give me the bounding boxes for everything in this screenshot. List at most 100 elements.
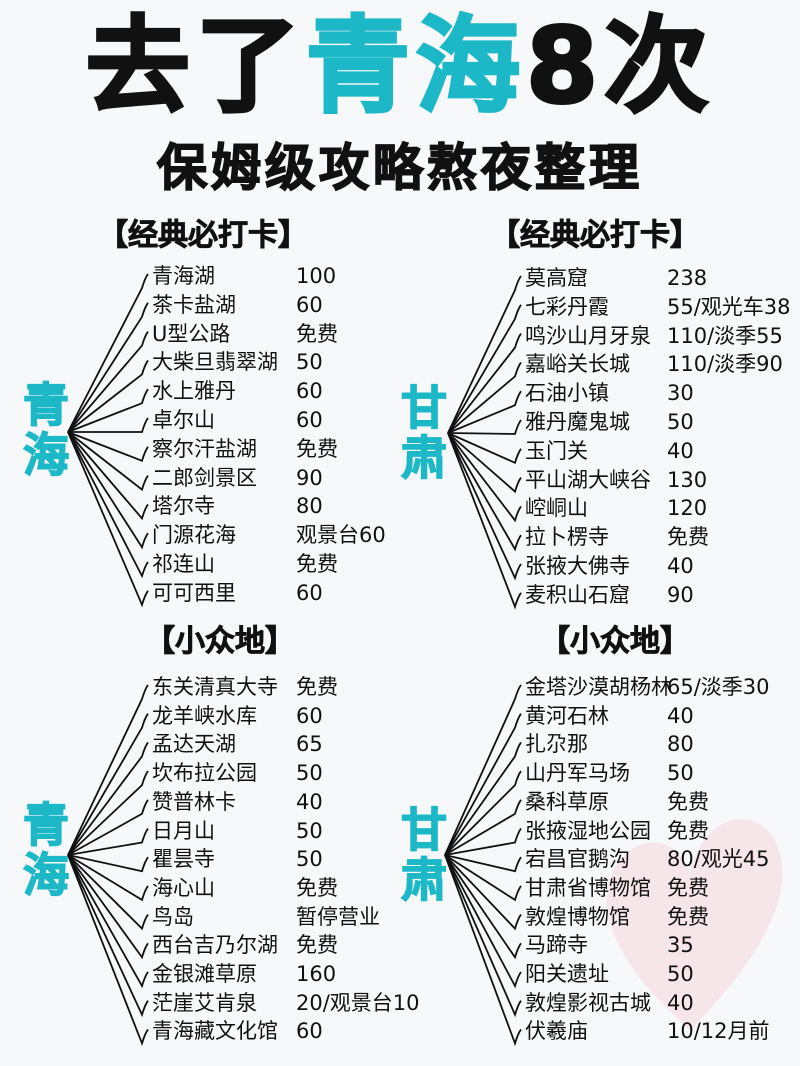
attraction-name: 玉门关 <box>525 438 588 463</box>
section-badge-qinghai-classic: 【经典必打卡】 <box>98 216 312 256</box>
attraction-price: 50 <box>296 847 323 872</box>
attraction-price: 20/观景台10 <box>296 990 420 1015</box>
attraction-price: 60 <box>296 1019 323 1044</box>
attraction-name: 日月山 <box>152 818 215 843</box>
province-label-qinghai-2: 青 海 <box>20 798 72 902</box>
province-char: 肃 <box>400 431 448 485</box>
attraction-name: 石油小镇 <box>525 381 609 406</box>
attraction-name: 茶卡盐湖 <box>152 292 236 317</box>
attraction-price: 免费 <box>296 436 338 461</box>
section-badge-gansu-niche: 【小众地】 <box>540 622 694 662</box>
attraction-price: 238 <box>667 266 708 290</box>
attraction-name: 鸟岛 <box>152 904 194 929</box>
attraction-price: 免费 <box>296 675 338 699</box>
attraction-name: 青海湖 <box>152 264 215 288</box>
province-label-qinghai: 青 海 <box>20 378 72 482</box>
attraction-price: 60 <box>296 580 323 605</box>
attraction-name: 嘉峪关长城 <box>525 352 630 377</box>
attraction-price: 65/淡季30 <box>667 675 770 699</box>
section-badge-gansu-classic: 【经典必打卡】 <box>490 216 704 256</box>
attraction-name: 塔尔寺 <box>152 494 215 519</box>
attraction-name: 拉卜楞寺 <box>525 525 609 550</box>
province-char: 甘 <box>400 803 448 857</box>
attraction-price: 40 <box>667 438 694 463</box>
attraction-price: 90 <box>667 582 694 607</box>
attraction-price: 120 <box>667 496 708 521</box>
attraction-price: 免费 <box>296 933 338 958</box>
attraction-name: 金塔沙漠胡杨林 <box>525 675 672 699</box>
attraction-name: 麦积山石窟 <box>525 582 630 607</box>
attraction-name: 伏羲庙 <box>525 1019 588 1044</box>
attraction-price: 40 <box>296 789 323 814</box>
attraction-price: 免费 <box>667 525 709 550</box>
attraction-name: 卓尔山 <box>152 408 215 432</box>
title-part1: 去了 <box>84 5 306 128</box>
province-char: 青 <box>22 378 70 432</box>
attraction-name: 可可西里 <box>152 580 236 605</box>
attraction-name: 敦煌博物馆 <box>525 904 630 929</box>
attraction-name: 敦煌影视古城 <box>525 990 651 1015</box>
attraction-price: 100 <box>296 264 337 288</box>
attraction-price: 50 <box>667 761 694 786</box>
title-highlight: 青海 <box>304 5 526 128</box>
attraction-name: 青海藏文化馆 <box>152 1019 278 1044</box>
attraction-name: 甘肃省博物馆 <box>525 875 651 900</box>
attraction-price: 35 <box>667 933 694 958</box>
attraction-name: 山丹军马场 <box>525 761 630 786</box>
attraction-name: 祁连山 <box>152 552 215 576</box>
attraction-price: 80 <box>667 732 694 757</box>
attraction-price: 免费 <box>667 818 709 843</box>
attraction-name: 东关清真大寺 <box>152 675 278 699</box>
attraction-name: 马蹄寺 <box>525 933 588 958</box>
attraction-name: 阳关遗址 <box>525 962 609 986</box>
attraction-name: 扎尕那 <box>525 732 588 757</box>
attraction-name: U型公路 <box>152 321 231 346</box>
attraction-price: 40 <box>667 990 694 1015</box>
attraction-price: 免费 <box>296 875 338 900</box>
section-badge-qinghai-niche: 【小众地】 <box>145 622 299 662</box>
attraction-name: 西台吉乃尔湖 <box>152 933 278 958</box>
attraction-price: 10/12月前 <box>667 1019 770 1044</box>
title-part2: 8次 <box>524 5 715 128</box>
attraction-name: 宕昌官鹅沟 <box>525 847 630 872</box>
province-char: 肃 <box>400 853 448 907</box>
attraction-name: 坎布拉公园 <box>152 761 257 786</box>
attraction-name: 金银滩草原 <box>152 962 257 986</box>
attraction-price: 50 <box>667 410 694 434</box>
attraction-price: 55/观光车38 <box>667 294 791 319</box>
attraction-name: 张掖湿地公园 <box>525 818 651 843</box>
attraction-name: 桑科草原 <box>525 789 609 814</box>
attraction-name: 赞普林卡 <box>152 789 236 814</box>
page-subtitle: 保姆级攻略熬夜整理 <box>156 138 643 198</box>
attraction-name: 雅丹魔鬼城 <box>525 410 630 434</box>
attraction-price: 观景台60 <box>296 523 386 548</box>
attraction-name: 水上雅丹 <box>152 379 236 404</box>
attraction-price: 60 <box>296 379 323 404</box>
attraction-price: 60 <box>296 703 323 728</box>
attraction-price: 30 <box>667 381 694 406</box>
attraction-price: 80 <box>296 494 323 519</box>
province-char: 海 <box>22 848 70 902</box>
province-char: 甘 <box>400 381 448 435</box>
attraction-price: 免费 <box>296 552 338 576</box>
attraction-price: 90 <box>296 465 323 490</box>
attraction-price: 50 <box>667 962 694 986</box>
attraction-price: 免费 <box>667 875 709 900</box>
province-char: 青 <box>22 798 70 852</box>
attraction-price: 60 <box>296 292 323 317</box>
attraction-name: 大柴旦翡翠湖 <box>152 350 278 375</box>
province-char: 海 <box>22 428 70 482</box>
attraction-name: 瞿昙寺 <box>152 847 215 872</box>
attraction-price: 40 <box>667 554 694 578</box>
attraction-price: 65 <box>296 732 323 757</box>
attraction-name: 门源花海 <box>152 523 236 548</box>
attraction-name: 张掖大佛寺 <box>525 554 630 578</box>
attraction-price: 60 <box>296 408 323 432</box>
attraction-name: 二郎剑景区 <box>152 465 257 490</box>
attraction-name: 黄河石林 <box>525 703 609 728</box>
attraction-price: 50 <box>296 761 323 786</box>
attraction-price: 80/观光45 <box>667 847 770 872</box>
attraction-name: 龙羊峡水库 <box>152 703 257 728</box>
attraction-price: 160 <box>296 962 337 986</box>
attraction-name: 察尔汗盐湖 <box>152 436 257 461</box>
